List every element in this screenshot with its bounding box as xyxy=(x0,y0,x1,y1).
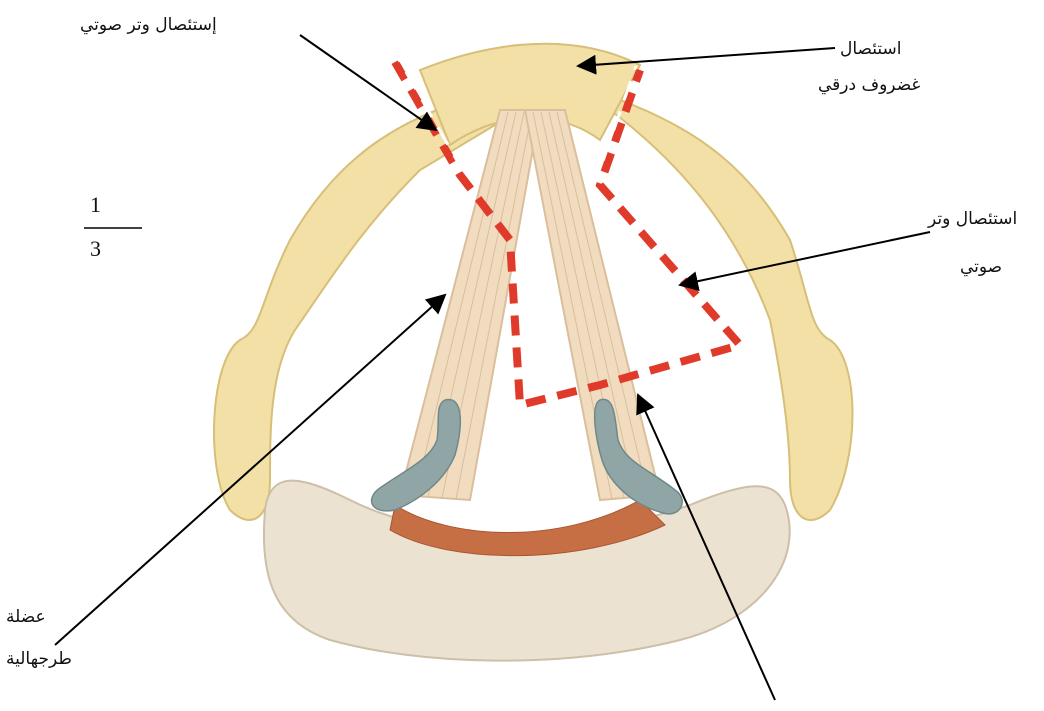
label-thyroid-excision-line1: استئصال xyxy=(840,38,902,60)
label-muscle-line1: عضلة xyxy=(6,606,46,628)
leader-right xyxy=(680,232,930,285)
label-vocal-cord-excision-top: إستئصال وتر صوتي xyxy=(80,14,217,36)
leader-top-left xyxy=(300,35,436,130)
label-vocal-cord-excision-right-line2: صوتي xyxy=(960,256,1002,278)
cricoid-cartilage xyxy=(264,481,790,661)
thyroid-cartilage xyxy=(214,100,853,520)
label-vocal-cord-excision-right-line1: استئصال وتر xyxy=(928,208,1017,230)
label-muscle-line2: طرجهالية xyxy=(6,648,72,670)
label-thyroid-excision-line2: غضروف درقي xyxy=(818,74,920,96)
fraction-numerator: 1 xyxy=(90,192,101,218)
fraction-denominator: 3 xyxy=(90,236,101,262)
